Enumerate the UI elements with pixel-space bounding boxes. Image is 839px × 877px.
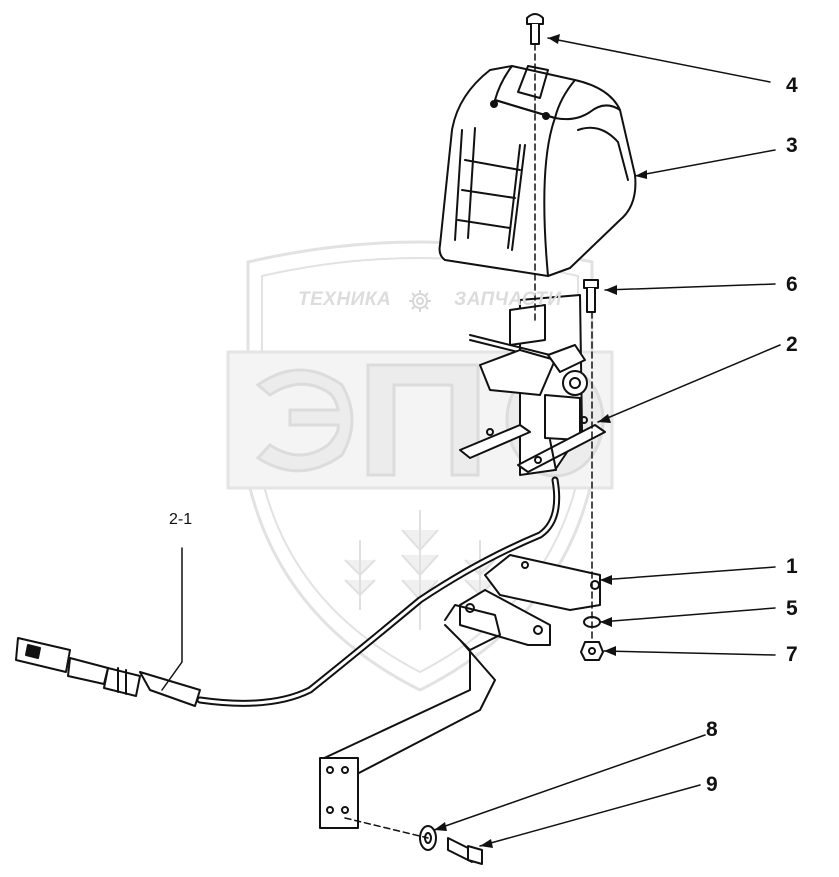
callout-3: 3 bbox=[786, 134, 798, 157]
part-6-screw bbox=[583, 279, 599, 313]
part-2-switch-bracket bbox=[459, 294, 606, 476]
part-1-mount-plate bbox=[444, 554, 601, 711]
part-4-bolt bbox=[526, 13, 544, 45]
watermark-text-left: ТЕХНИКА bbox=[298, 289, 392, 310]
callout-5: 5 bbox=[786, 597, 798, 620]
drawing bbox=[15, 13, 781, 865]
wheat-ears-icon bbox=[344, 510, 496, 630]
part-9-bolt bbox=[447, 837, 483, 865]
callout-1: 1 bbox=[786, 555, 798, 578]
assembly-lines bbox=[344, 43, 593, 839]
gear-icon bbox=[409, 290, 431, 312]
lower-bracket bbox=[319, 624, 496, 829]
leader-arrowheads bbox=[434, 34, 647, 848]
part-7-nut bbox=[580, 641, 604, 661]
callout-7: 7 bbox=[786, 643, 798, 666]
watermark-text-right: ЗАПЧАСТИ bbox=[454, 289, 562, 310]
callout-9: 9 bbox=[706, 773, 718, 796]
callout-4: 4 bbox=[786, 74, 798, 97]
leader-lines bbox=[161, 37, 781, 847]
callout-2-1: 2-1 bbox=[169, 511, 193, 528]
callout-8: 8 bbox=[706, 718, 718, 741]
callout-2: 2 bbox=[786, 333, 798, 356]
part-3-cover bbox=[438, 65, 637, 277]
part-2-1-cable bbox=[15, 476, 561, 707]
callout-6: 6 bbox=[786, 273, 798, 296]
